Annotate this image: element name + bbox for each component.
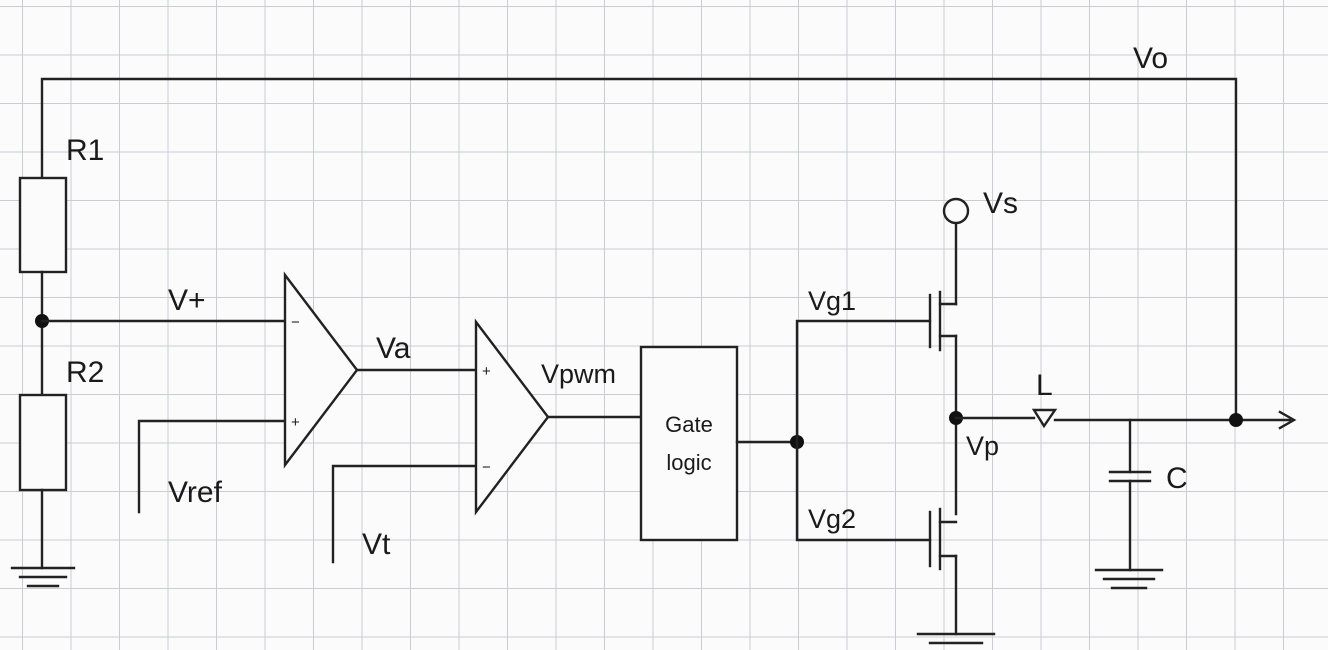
label-vref: Vref	[168, 476, 223, 509]
low-side-mosfet	[928, 507, 958, 636]
inductor-l	[1031, 408, 1058, 429]
vs-terminal	[942, 197, 970, 225]
gate-logic-block	[639, 345, 739, 542]
capacitor-c	[1108, 418, 1152, 572]
error-amplifier-minus-sign: −	[291, 314, 300, 331]
label-v-plus: V+	[168, 284, 206, 317]
wire-vg2	[795, 440, 932, 542]
label-vt: Vt	[362, 528, 391, 561]
resistor-r2	[18, 393, 68, 492]
ground-symbol-divider	[10, 566, 76, 588]
label-r2: R2	[66, 356, 104, 389]
feedback-wire	[40, 77, 1238, 422]
label-vo: Vo	[1133, 42, 1168, 75]
node-vo	[1229, 413, 1243, 427]
error-amplifier-plus-sign: +	[291, 414, 300, 431]
label-vs: Vs	[983, 187, 1018, 220]
pwm-comparator-plus-sign: +	[482, 363, 491, 380]
high-side-mosfet	[928, 222, 958, 352]
ground-symbol-capacitor	[1094, 568, 1164, 590]
label-c: C	[1166, 462, 1188, 495]
label-vpwm: Vpwm	[541, 359, 616, 389]
gate-logic-label-line1: Gate	[665, 412, 713, 437]
wire-vref	[137, 419, 287, 514]
resistor-r1	[18, 176, 68, 274]
error-amplifier	[283, 271, 359, 469]
label-vg1: Vg1	[808, 286, 856, 316]
label-vg2: Vg2	[808, 504, 856, 534]
label-va: Va	[376, 332, 411, 365]
label-vp: Vp	[966, 431, 999, 461]
gate-logic-label-line2: logic	[666, 450, 711, 475]
output-arrow	[1278, 410, 1297, 430]
wire-vt	[331, 464, 478, 564]
pwm-comparator-minus-sign: −	[482, 459, 491, 476]
label-r1: R1	[66, 134, 104, 167]
ground-symbol-mosfet	[916, 632, 996, 645]
pwm-comparator	[474, 318, 550, 516]
wire-vg1	[795, 319, 932, 444]
label-l: L	[1036, 369, 1053, 402]
